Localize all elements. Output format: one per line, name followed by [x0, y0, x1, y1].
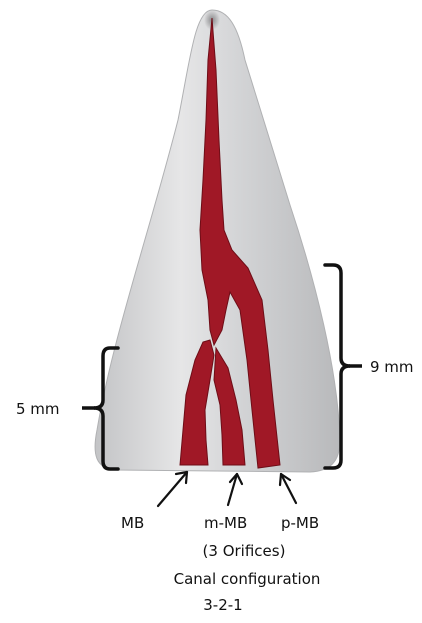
configuration-title: Canal configuration	[174, 570, 321, 588]
label-mb: MB	[121, 514, 144, 532]
label-pmb: p-MB	[281, 514, 319, 532]
arrow-mb	[158, 472, 187, 506]
arrow-pmb	[280, 474, 296, 503]
orifices-caption: (3 Orifices)	[203, 542, 286, 560]
orifice-arrows	[158, 472, 296, 506]
arrow-mmb	[228, 474, 242, 505]
label-mmb: m-MB	[204, 514, 247, 532]
left-measure-label: 5 mm	[16, 400, 60, 418]
right-measure-label: 9 mm	[370, 358, 414, 376]
configuration-value: 3-2-1	[203, 596, 242, 614]
